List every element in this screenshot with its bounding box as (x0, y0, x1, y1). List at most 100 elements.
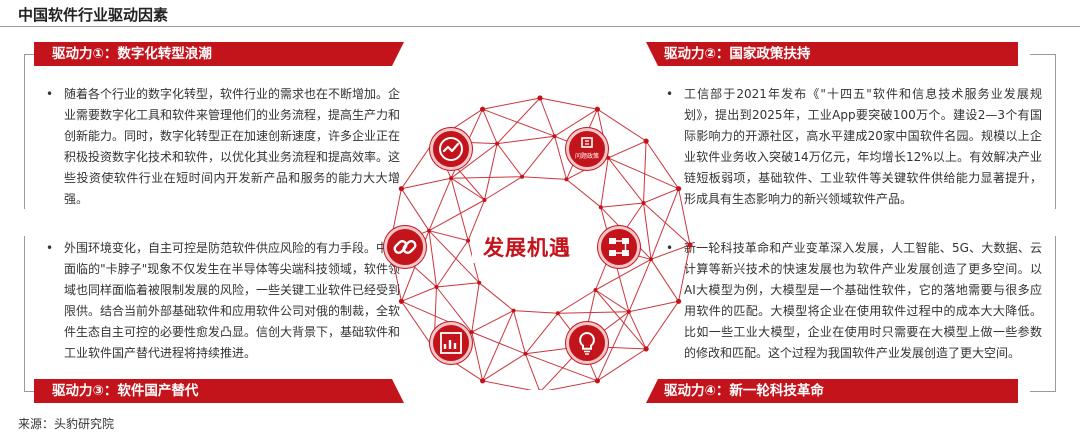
network-dot (643, 138, 649, 144)
frame-left-top (24, 54, 38, 209)
network-dot (564, 177, 569, 182)
driver-3-bar: 驱动力③：软件国产替代 (34, 379, 404, 403)
chart-icon (430, 322, 472, 364)
center-label: 发展机遇 (472, 233, 582, 263)
digital-transformation-glyph (439, 137, 463, 161)
network-line (643, 202, 652, 260)
lightbulb-icon (566, 322, 608, 364)
network-line (595, 258, 652, 291)
driver-1-text: 随着各个行业的数字化转型，软件行业的需求也在不断增加。企业需要数字化工具和软件来… (64, 87, 401, 206)
network-dot (643, 346, 649, 352)
policy-icon-caption: 问题政策 (574, 153, 599, 160)
link-glyph (393, 240, 417, 254)
frame-left-bottom (24, 236, 38, 392)
network-line (596, 311, 630, 382)
network-line (471, 310, 514, 333)
network-line (628, 259, 652, 312)
driver-4-bar: 驱动力④：新一轮科技革命 (646, 379, 1018, 403)
network-line (428, 230, 469, 242)
driver-2-panel: • 工信部于2021年发布《"十四五"软件和信息技术服务业发展规划》，提出到20… (666, 84, 1042, 210)
network-line (547, 380, 598, 390)
network-line (524, 353, 540, 390)
network-dot (537, 95, 543, 101)
network-dot (538, 389, 542, 390)
page-title: 中国软件行业驱动因素 (18, 6, 169, 24)
network-line (645, 301, 680, 350)
network-dot (676, 298, 682, 304)
driver-3-text: 外围环境变化，自主可控是防范软件供应风险的有力手段。中国面临的"卡脖子"现象不仅… (64, 241, 401, 360)
driver-2-bar: 驱动力②：国家政策扶持 (646, 42, 1018, 66)
network-line (595, 289, 647, 350)
network-line (645, 140, 680, 189)
network-dot (449, 176, 454, 181)
bullet: • (666, 241, 674, 255)
network-dot (641, 201, 646, 205)
network-line (471, 331, 484, 381)
network-dot (598, 205, 603, 210)
network-line (497, 135, 555, 145)
network-line (482, 97, 541, 110)
network-line (450, 143, 498, 179)
network-dot (495, 141, 500, 146)
driver-4-panel: • 新一轮科技革命和产业变革深入发展，人工智能、5G、大数据、云计算等新兴技术的… (666, 238, 1042, 364)
driver-4-paragraph: • 新一轮科技革命和产业变革深入发展，人工智能、5G、大数据、云计算等新兴技术的… (666, 238, 1042, 364)
network-dot (477, 280, 482, 285)
network-line (482, 310, 514, 382)
driver-2-text: 工信部于2021年发布《"十四五"软件和信息技术服务业发展规划》，提出到2025… (684, 87, 1042, 206)
bullet: • (666, 87, 674, 101)
network-dot (593, 288, 598, 292)
network-line (436, 282, 480, 288)
flow-icon (598, 226, 640, 268)
network-dot (469, 330, 474, 335)
bullet: • (46, 87, 54, 101)
network-line (600, 202, 644, 208)
network-line (450, 178, 469, 241)
network-line (471, 331, 526, 355)
network-line (539, 97, 598, 110)
network-dot (398, 186, 404, 192)
network-line (400, 301, 435, 350)
driver-1-bar: 驱动力①：数字化转型浪潮 (34, 42, 404, 66)
network-line (496, 97, 541, 144)
network-line (566, 179, 602, 208)
bullet: • (46, 241, 54, 255)
network-line (628, 311, 647, 350)
network-dot (482, 198, 487, 202)
driver-2-paragraph: • 工信部于2021年发布《"十四五"软件和信息技术服务业发展规划》，提出到20… (666, 84, 1042, 210)
network-line (650, 259, 680, 302)
digital-transformation-icon (430, 128, 472, 170)
network-line (521, 135, 555, 178)
network-line (539, 97, 556, 137)
network-dot (676, 186, 682, 192)
network-line (678, 244, 691, 302)
network-line (401, 286, 437, 302)
network-line (482, 353, 526, 382)
network-line (513, 310, 558, 314)
network-line (478, 282, 514, 311)
network-line (482, 108, 555, 137)
network-dot (626, 309, 631, 314)
network-line (484, 176, 523, 201)
driver-1-panel: • 随着各个行业的数字化转型，软件行业的需求也在不断增加。企业需要数字化工具和软… (46, 84, 400, 210)
network-line (522, 176, 567, 180)
network-dot (480, 106, 486, 112)
network-line (471, 282, 480, 333)
driver-4-text: 新一轮科技革命和产业变革深入发展，人工智能、5G、大数据、云计算等新兴技术的快速… (684, 241, 1042, 360)
network-line (554, 108, 598, 137)
network-dot (523, 351, 528, 356)
network-line (450, 177, 485, 201)
network-dot (427, 228, 431, 233)
frame-right-top (1030, 54, 1056, 209)
network-line (557, 289, 596, 314)
network-line (643, 188, 679, 204)
network-dot (555, 311, 560, 316)
network-dot (649, 257, 653, 262)
network-line (484, 143, 498, 201)
driver-3-panel: • 外围环境变化，自主可控是防范软件供应风险的有力手段。中国面临的"卡脖子"现象… (46, 238, 400, 364)
network-line (400, 140, 435, 189)
network-dot (480, 378, 486, 384)
network-line (595, 289, 630, 313)
network-line (482, 380, 533, 390)
network-dot (520, 174, 525, 179)
network-line (628, 300, 679, 313)
